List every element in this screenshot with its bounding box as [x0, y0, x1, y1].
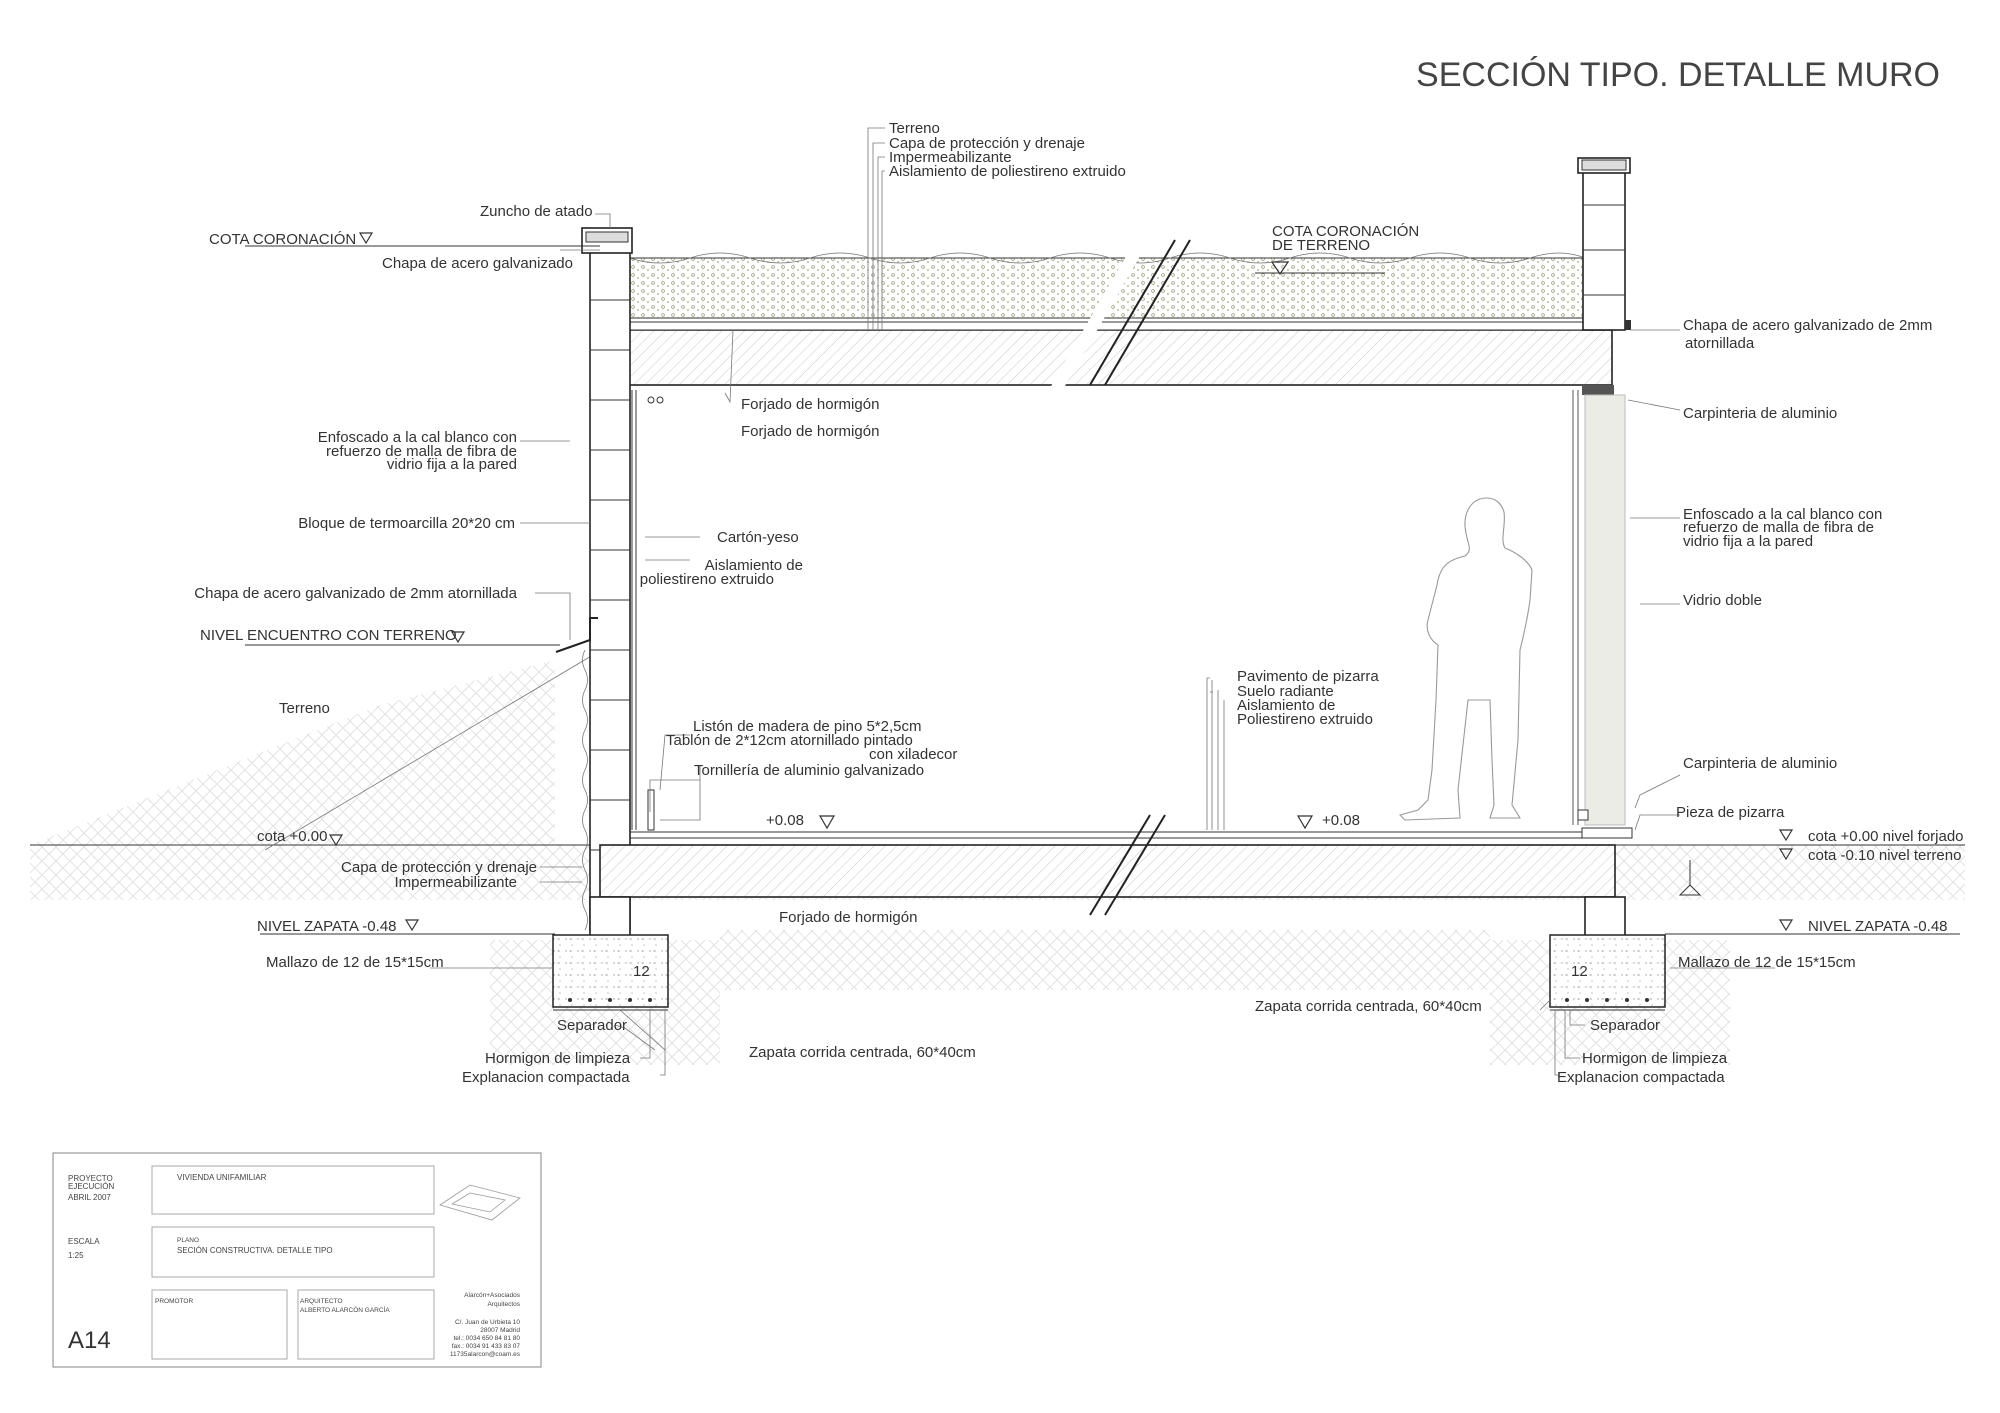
label-enfoscado-left-1: Enfoscado a la cal blanco con: [318, 429, 517, 446]
label-cota-coronacion-terreno-2: DE TERRENO: [1272, 237, 1370, 254]
human-figure: [1398, 497, 1533, 821]
tb-promotor-label: PROMOTOR: [155, 1298, 193, 1305]
label-chapa-right-1: Chapa de acero galvanizado de 2mm: [1683, 317, 1932, 334]
annotation-labels: Terreno Capa de protección y drenaje Imp…: [194, 120, 1963, 1086]
label-terreno-left: Terreno: [279, 700, 330, 717]
label-cota000: cota +0.00: [257, 828, 327, 845]
label-cota000-forjado: cota +0.00 nivel forjado: [1808, 828, 1964, 845]
title-block: PROYECTO EJECUCIÓN ABRIL 2007 VIVIENDA U…: [52, 1152, 542, 1368]
label-tornilleria: Tornillería de aluminio galvanizado: [694, 762, 924, 779]
tb-addr-2: 28007 Madrid: [480, 1327, 520, 1334]
tb-addr-1: C/. Juan de Urbieta 10: [455, 1319, 520, 1326]
label-hormigon-right: Hormigon de limpieza: [1582, 1050, 1728, 1067]
label-bloque: Bloque de termoarcilla 20*20 cm: [298, 515, 515, 532]
label-xiladecor: con xiladecor: [869, 746, 957, 763]
label-forjado-1: Forjado de hormigón: [741, 396, 879, 413]
footing-rebar-number-right: 12: [1571, 963, 1588, 980]
label-cota010: cota -0.10 nivel terreno: [1808, 847, 1961, 864]
label-suelo: Suelo radiante: [1237, 683, 1334, 700]
label-mallazo-left: Mallazo de 12 de 15*15cm: [266, 954, 444, 971]
label-aisl-left-2: poliestireno extruido: [640, 571, 774, 588]
tb-date: ABRIL 2007: [68, 1193, 111, 1202]
label-zuncho: Zuncho de atado: [480, 203, 593, 220]
tb-plano-label: PLANO: [177, 1237, 199, 1244]
left-footing: [552, 934, 669, 1008]
label-nivel-encuentro: NIVEL ENCUENTRO CON TERRENO: [200, 627, 457, 644]
label-aisl-floor-1: Aislamiento de: [1237, 697, 1335, 714]
tb-addr-4: fax.: 0034 91 433 83 07: [452, 1343, 521, 1350]
label-imper-top: Impermeabilizante: [889, 149, 1012, 166]
label-nivel-zapata-left: NIVEL ZAPATA -0.48: [257, 918, 397, 935]
label-vidrio: Vidrio doble: [1683, 592, 1762, 609]
stake-icon: [1678, 860, 1702, 896]
label-imper-bottom: Impermeabilizante: [394, 874, 517, 891]
tb-addr-5: 11735alarcon@coam.es: [450, 1351, 521, 1358]
roof-break-line: [1089, 239, 1176, 386]
label-forjado-bottom: Forjado de hormigón: [779, 909, 917, 926]
label-aisl-floor-2: Poliestireno extruido: [1237, 711, 1373, 728]
floor-slab: [599, 844, 1616, 898]
label-chapa-left: Chapa de acero galvanizado: [382, 255, 573, 272]
label-enfoscado-left-2: refuerzo de malla de fibra de: [326, 443, 517, 460]
label-plus008-left: +0.08: [766, 812, 804, 829]
label-explanacion-right: Explanacion compactada: [1557, 1069, 1725, 1086]
label-aisl-left-1: Aislamiento de: [705, 557, 803, 574]
tb-firm-2: Arquitectos: [487, 1301, 520, 1308]
label-enfoscado-right-1: Enfoscado a la cal blanco con: [1683, 506, 1882, 523]
drawing-title: SECCIÓN TIPO. DETALLE MURO: [1416, 56, 1940, 94]
footing-rebar-number-left: 12: [633, 963, 650, 980]
label-chapa-right-2: atornillada: [1685, 335, 1755, 352]
earth-surface: [629, 252, 1586, 264]
label-hormigon-left: Hormigon de limpieza: [485, 1050, 631, 1067]
label-carpinteria-bottom: Carpinteria de aluminio: [1683, 755, 1837, 772]
right-wall: [1572, 157, 1633, 839]
label-zapata-right: Zapata corrida centrada, 60*40cm: [1255, 998, 1482, 1015]
label-enfoscado-right-2: refuerzo de malla de fibra de: [1683, 519, 1874, 536]
site-thumbnail-icon: [439, 1184, 521, 1221]
left-wall: [555, 227, 637, 931]
tb-proyecto-2: EJECUCIÓN: [68, 1182, 114, 1191]
label-cota-coronacion: COTA CORONACIÓN: [209, 231, 356, 248]
right-footing: [1549, 934, 1666, 1008]
right-stem: [1584, 896, 1626, 938]
label-capa-top: Capa de protección y drenaje: [889, 135, 1085, 152]
label-chapa-mid: Chapa de acero galvanizado de 2mm atorni…: [194, 585, 517, 602]
label-aisl-top: Aislamiento de poliestireno extruido: [889, 163, 1126, 180]
label-separador-right: Separador: [1590, 1017, 1660, 1034]
tb-proyecto-1: PROYECTO: [68, 1174, 113, 1183]
tb-plano: SECIÓN CONSTRUCTIVA. DETALLE TIPO: [177, 1246, 333, 1255]
label-nivel-zapata-right: NIVEL ZAPATA -0.48: [1808, 918, 1948, 935]
tb-sheet-number: A14: [68, 1327, 111, 1354]
label-cota-coronacion-terreno-1: COTA CORONACIÓN: [1272, 223, 1419, 240]
label-capa-bottom: Capa de protección y drenaje: [341, 859, 537, 876]
tb-arquitecto-label: ARQUITECTO: [300, 1298, 343, 1305]
left-stem: [589, 896, 631, 938]
tb-escala-label: ESCALA: [68, 1237, 100, 1246]
tb-escala: 1:25: [68, 1251, 84, 1260]
label-plus008-right: +0.08: [1322, 812, 1360, 829]
label-enfoscado-right-3: vidrio fija a la pared: [1683, 533, 1813, 550]
label-mallazo-right: Mallazo de 12 de 15*15cm: [1678, 954, 1856, 971]
roof-slab: [591, 329, 1613, 386]
label-pieza: Pieza de pizarra: [1676, 804, 1785, 821]
label-separador-left: Separador: [557, 1017, 627, 1034]
label-forjado-2: Forjado de hormigón: [741, 423, 879, 440]
tb-addr-3: tel.: 0034 650 84 81 80: [453, 1335, 520, 1342]
label-liston: Listón de madera de pino 5*2,5cm: [693, 718, 921, 735]
label-carton: Cartón-yeso: [717, 529, 799, 546]
label-explanacion-left: Explanacion compactada: [462, 1069, 630, 1086]
label-tablon: Tablón de 2*12cm atornillado pintado: [666, 732, 913, 749]
label-carpinteria-top: Carpinteria de aluminio: [1683, 405, 1837, 422]
tb-firm-1: Alarcón+Asociados: [464, 1292, 521, 1299]
floor-break-line: [1089, 814, 1151, 916]
terrain-slope-line: [264, 651, 599, 851]
level-markers: [245, 232, 1960, 935]
label-zapata-left: Zapata corrida centrada, 60*40cm: [749, 1044, 976, 1061]
label-enfoscado-left-3: vidrio fija a la pared: [387, 456, 517, 473]
tb-arquitecto: ALBERTO ALARCÓN GARCÍA: [300, 1305, 390, 1314]
label-pavimento: Pavimento de pizarra: [1237, 668, 1379, 685]
label-terreno-top: Terreno: [889, 120, 940, 137]
tb-project-name: VIVIENDA UNIFAMILIAR: [177, 1173, 267, 1182]
